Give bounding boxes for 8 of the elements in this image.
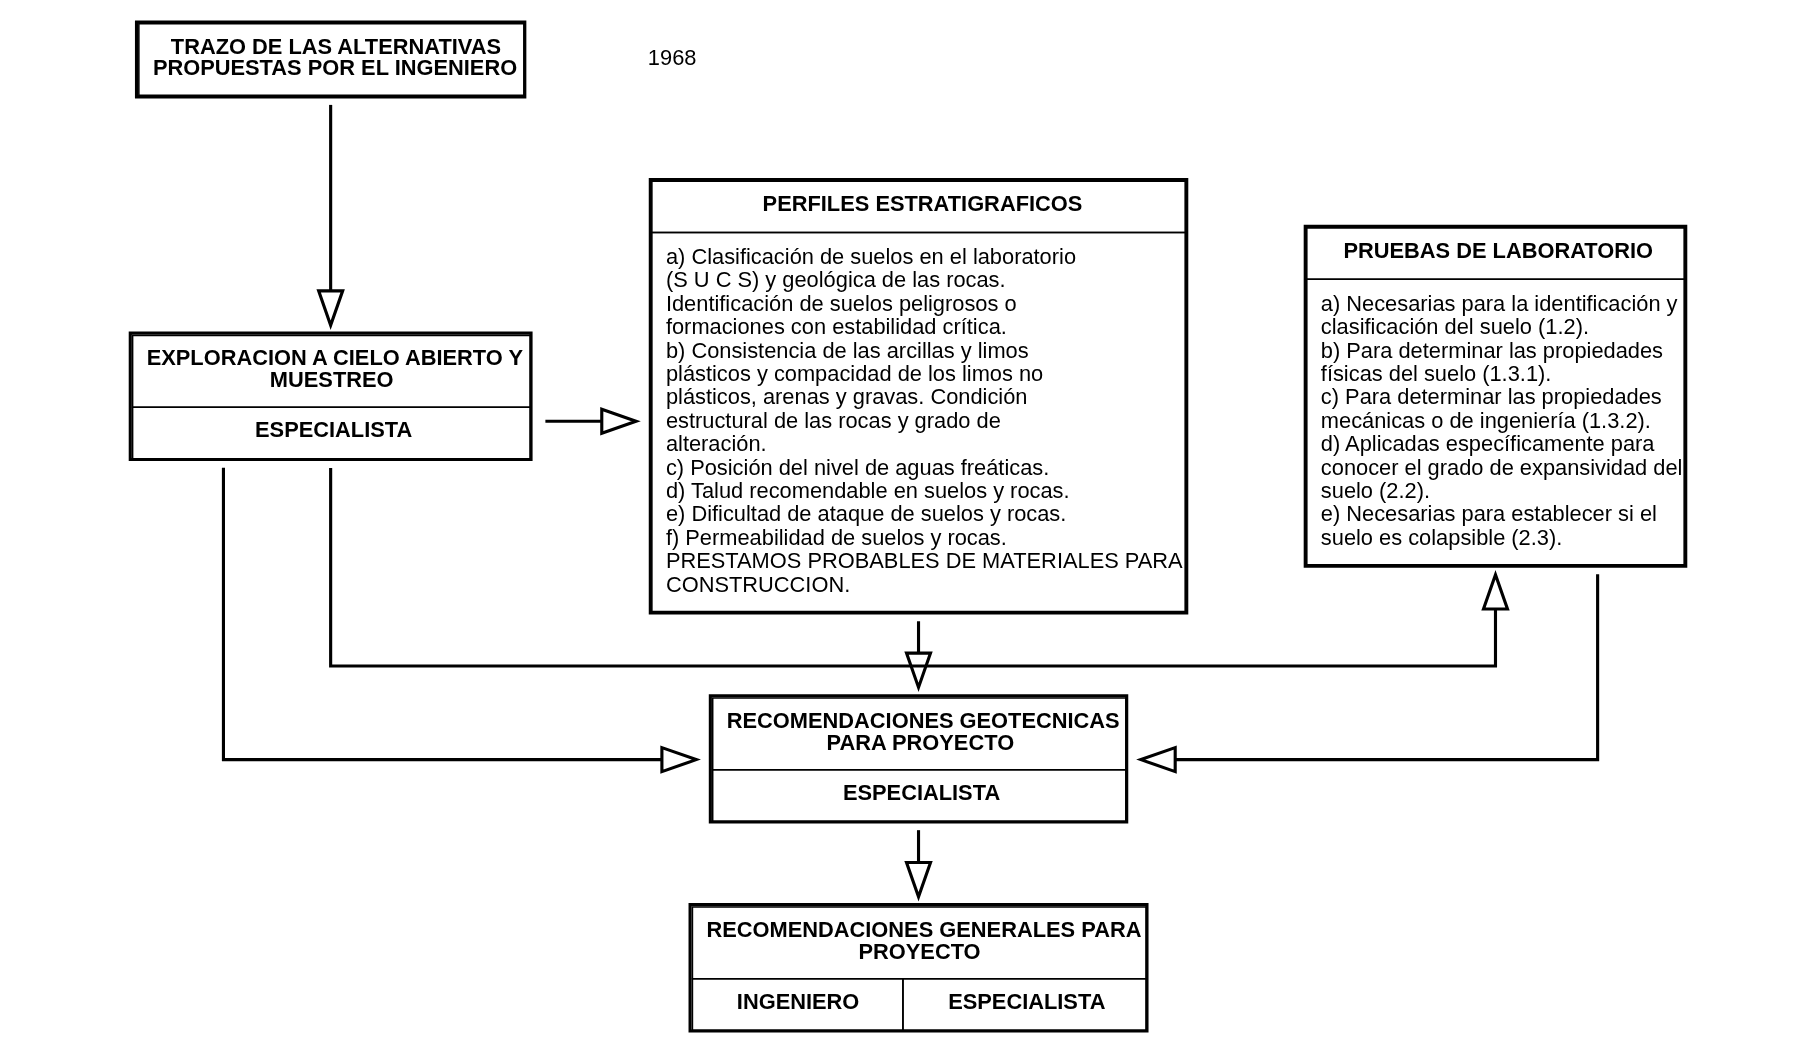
arrow bbox=[221, 467, 701, 774]
label: 1968 bbox=[647, 45, 697, 71]
arrow bbox=[316, 104, 345, 330]
arrow bbox=[545, 407, 641, 436]
arrow bbox=[904, 621, 933, 693]
arrow bbox=[1136, 574, 1600, 774]
arrow bbox=[904, 830, 933, 902]
arrow bbox=[329, 467, 1510, 668]
